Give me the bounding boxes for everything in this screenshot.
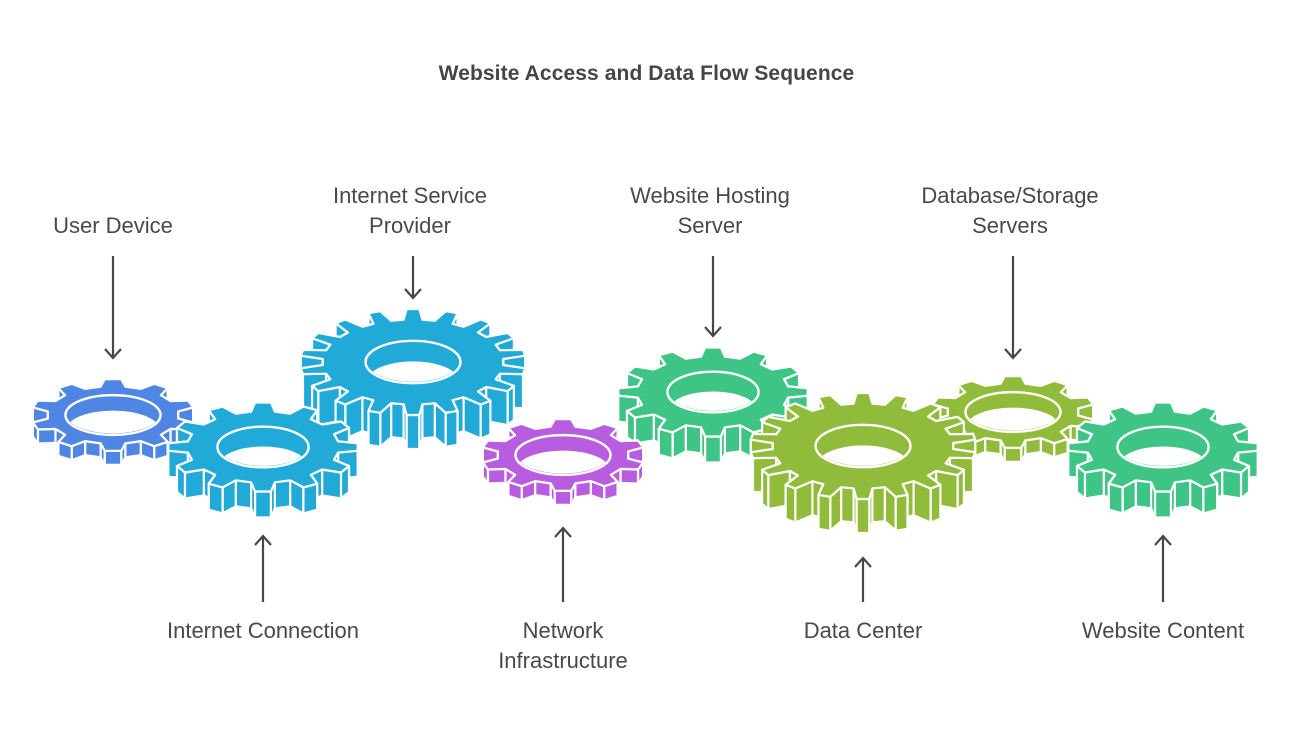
label-line: Provider	[369, 213, 451, 238]
gear-website-content	[1067, 401, 1259, 519]
arrow-website-content	[1154, 534, 1172, 602]
label-internet-connection: Internet Connection	[133, 616, 393, 646]
gear-hole-through	[367, 361, 459, 382]
arrow-head-up-icon	[254, 534, 272, 546]
label-user-device: User Device	[0, 211, 243, 241]
label-line: Infrastructure	[498, 648, 628, 673]
label-line: Database/Storage	[921, 183, 1099, 208]
gear-internet-service-provider	[299, 307, 527, 451]
arrow-head-down-icon	[104, 348, 122, 360]
gear-hole-through	[516, 450, 610, 474]
gear-network-infrastructure	[481, 418, 645, 506]
gear-hole-through	[66, 410, 160, 434]
gear-internet-connection	[167, 401, 359, 519]
gear-user-device	[31, 378, 195, 466]
label-website-content: Website Content	[1033, 616, 1293, 646]
arrow-head-up-icon	[1154, 534, 1172, 546]
arrow-internet-connection	[254, 534, 272, 602]
label-line: Internet Service	[332, 183, 488, 208]
arrow-head-down-icon	[1004, 348, 1022, 360]
label-database-storage-servers: Database/Storage Servers	[880, 181, 1140, 241]
arrow-internet-service-provider	[404, 256, 422, 300]
gear-hole-through	[668, 391, 758, 411]
label-line: Website Content	[1081, 618, 1245, 643]
diagram-title: Website Access and Data Flow Sequence	[438, 62, 855, 85]
arrow-head-down-icon	[404, 288, 422, 300]
label-network-infrastructure: Network Infrastructure	[433, 616, 693, 676]
gear-hole-through	[966, 407, 1060, 431]
arrow-data-center	[854, 556, 872, 602]
gear-hole-through	[218, 446, 308, 466]
arrow-website-hosting-server	[704, 256, 722, 338]
gear-hole-through	[1118, 446, 1208, 466]
label-internet-service-provider: Internet Service Provider	[280, 181, 540, 241]
label-line: Servers	[972, 213, 1048, 238]
label-line: Internet Connection	[166, 618, 360, 643]
gear-hole-through	[817, 445, 909, 466]
arrow-head-down-icon	[704, 326, 722, 338]
label-line: Network	[522, 618, 604, 643]
arrow-database-storage-servers	[1004, 256, 1022, 360]
arrow-user-device	[104, 256, 122, 360]
arrow-head-up-icon	[854, 556, 872, 568]
label-line: Data Center	[803, 618, 923, 643]
gear-data-center	[749, 391, 977, 535]
label-line: Website Hosting	[630, 183, 790, 208]
arrow-network-infrastructure	[554, 526, 572, 602]
arrow-head-up-icon	[554, 526, 572, 538]
label-website-hosting-server: Website Hosting Server	[580, 181, 840, 241]
label-line: Server	[677, 213, 743, 238]
label-line: User Device	[53, 213, 173, 238]
label-data-center: Data Center	[733, 616, 993, 646]
gear-website-hosting-server	[617, 346, 809, 464]
